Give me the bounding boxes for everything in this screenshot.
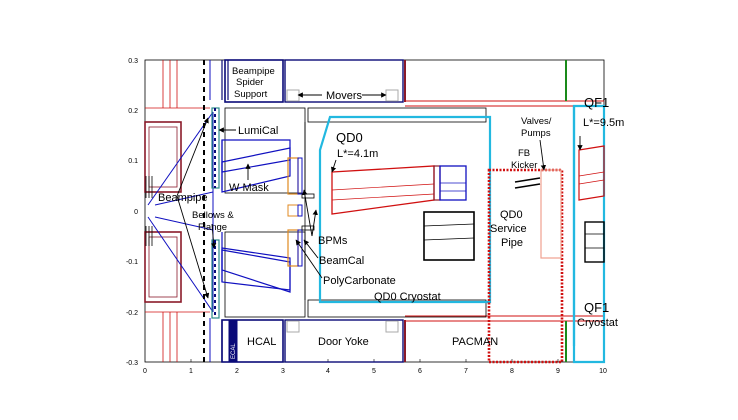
label-bellows-flange-1: Bellows &: [192, 210, 234, 221]
label-qf1-lstar: L*=9.5m: [583, 117, 624, 129]
y-tick-0-2: 0.2: [128, 108, 138, 115]
x-axis: 0 1 2 3 4 5 6 7 8 9 10: [143, 359, 607, 375]
label-hcal: HCAL: [247, 336, 276, 348]
label-qd0-cryostat: QD0 Cryostat: [374, 291, 441, 303]
qd0-magnet: [331, 165, 475, 261]
x-tick-7: 7: [464, 368, 468, 375]
label-lumical: LumiCal: [238, 125, 278, 137]
label-qd0-service-pipe-1: QD0: [500, 209, 523, 221]
label-qd0: QD0: [336, 130, 363, 145]
label-fb-kicker-1: FB: [518, 148, 530, 159]
support-tube: [224, 107, 487, 318]
y-tick-0-1: 0.1: [128, 158, 138, 165]
label-bpms: BPMs: [318, 235, 348, 247]
x-tick-5: 5: [372, 368, 376, 375]
x-tick-4: 4: [326, 368, 330, 375]
y-axis: 0.3 0.2 0.1 0 -0.1 -0.2 -0.3: [126, 58, 138, 367]
y-tick-minus-0-2: -0.2: [126, 310, 138, 317]
qd0-service-pipe: [487, 168, 564, 364]
x-tick-2: 2: [235, 368, 239, 375]
label-valves-pumps-1: Valves/: [521, 116, 552, 127]
lumical-wmask: [221, 139, 291, 293]
pacman-lines: [405, 100, 604, 322]
label-polycarbonate: PolyCarbonate: [323, 275, 396, 287]
qf1-magnet: [572, 104, 606, 364]
ecal-vertical-label: ECAL: [231, 343, 237, 359]
label-movers: Movers: [326, 90, 363, 102]
y-tick-0-3: 0.3: [128, 58, 138, 65]
label-qd0-service-pipe-2: Service: [490, 223, 527, 235]
x-tick-10: 10: [599, 368, 607, 375]
label-qd0-lstar: L*=4.1m: [337, 148, 378, 160]
leader-lines: [176, 92, 583, 299]
x-tick-6: 6: [418, 368, 422, 375]
x-tick-3: 3: [281, 368, 285, 375]
x-tick-8: 8: [510, 368, 514, 375]
label-beampipe-spider-support-3: Support: [234, 89, 268, 100]
door-yoke: [284, 59, 406, 363]
y-tick-0: 0: [134, 209, 138, 216]
label-door-yoke: Door Yoke: [318, 336, 369, 348]
label-beampipe-spider-support-1: Beampipe: [232, 66, 275, 77]
beamcal: [287, 157, 315, 267]
label-valves-pumps-2: Pumps: [521, 128, 551, 139]
label-qf1-top: QF1: [584, 95, 609, 110]
label-qf1-cryostat-1: QF1: [584, 300, 609, 315]
x-tick-1: 1: [189, 368, 193, 375]
label-qd0-service-pipe-3: Pipe: [501, 237, 523, 249]
x-tick-0: 0: [143, 368, 147, 375]
label-beamcal: BeamCal: [319, 255, 364, 267]
y-tick-minus-0-1: -0.1: [126, 259, 138, 266]
label-pacman: PACMAN: [452, 336, 498, 348]
qd0-cryostat: [318, 115, 492, 304]
label-qf1-cryostat-2: Cryostat: [577, 317, 618, 329]
label-beampipe-spider-support-2: Spider: [236, 77, 263, 88]
label-fb-kicker-2: Kicker: [511, 160, 537, 171]
y-tick-minus-0-3: -0.3: [126, 360, 138, 367]
calorimeter-columns: ECAL: [221, 59, 284, 363]
left-beampipe-region: [144, 60, 214, 362]
x-tick-9: 9: [556, 368, 560, 375]
label-bellows-flange-2: Flange: [198, 222, 227, 233]
label-w-mask: W Mask: [229, 182, 269, 194]
label-beampipe: Beampipe: [158, 192, 208, 204]
fb-kicker: [514, 177, 541, 189]
bellows-and-flange: [203, 60, 220, 362]
